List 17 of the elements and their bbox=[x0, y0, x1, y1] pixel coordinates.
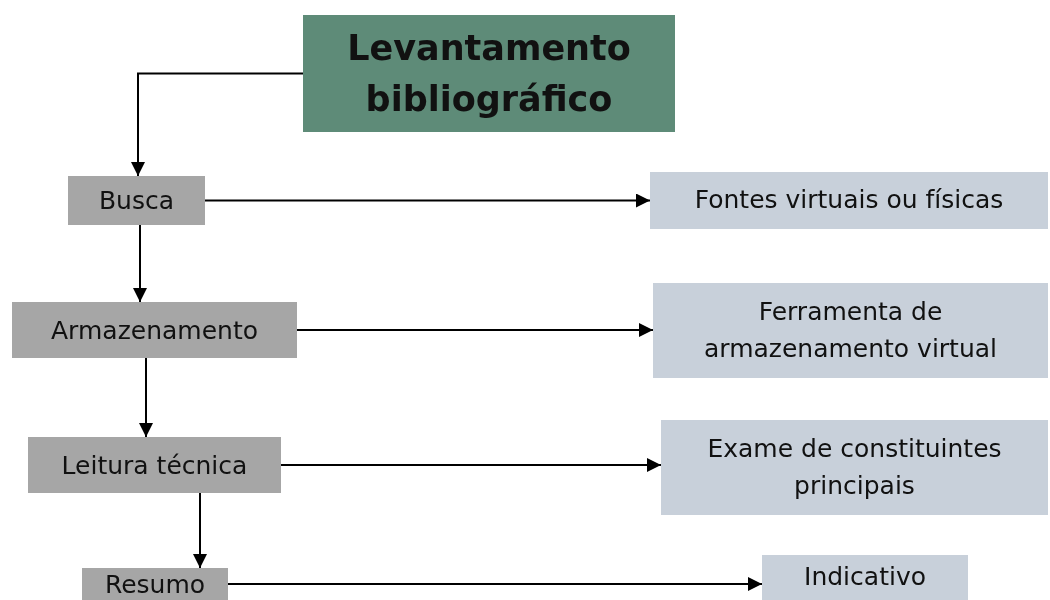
arrow bbox=[204, 193, 651, 208]
result-box: Indicativo bbox=[762, 555, 968, 600]
process-box: Resumo bbox=[82, 568, 228, 600]
arrow bbox=[131, 72, 304, 177]
arrow bbox=[296, 323, 654, 337]
arrow bbox=[227, 577, 763, 591]
result-box: Exame de constituintes principais bbox=[661, 420, 1048, 515]
arrow bbox=[139, 357, 153, 438]
arrow bbox=[133, 224, 147, 303]
process-box: Leitura técnica bbox=[28, 437, 281, 493]
process-box: Busca bbox=[68, 176, 205, 225]
title-box: Levantamento bibliográfico bbox=[303, 15, 675, 132]
result-box: Fontes virtuais ou físicas bbox=[650, 172, 1048, 229]
process-box: Armazenamento bbox=[12, 302, 297, 358]
arrow bbox=[193, 492, 207, 569]
arrow bbox=[280, 458, 662, 472]
result-box: Ferramenta de armazenamento virtual bbox=[653, 283, 1048, 378]
